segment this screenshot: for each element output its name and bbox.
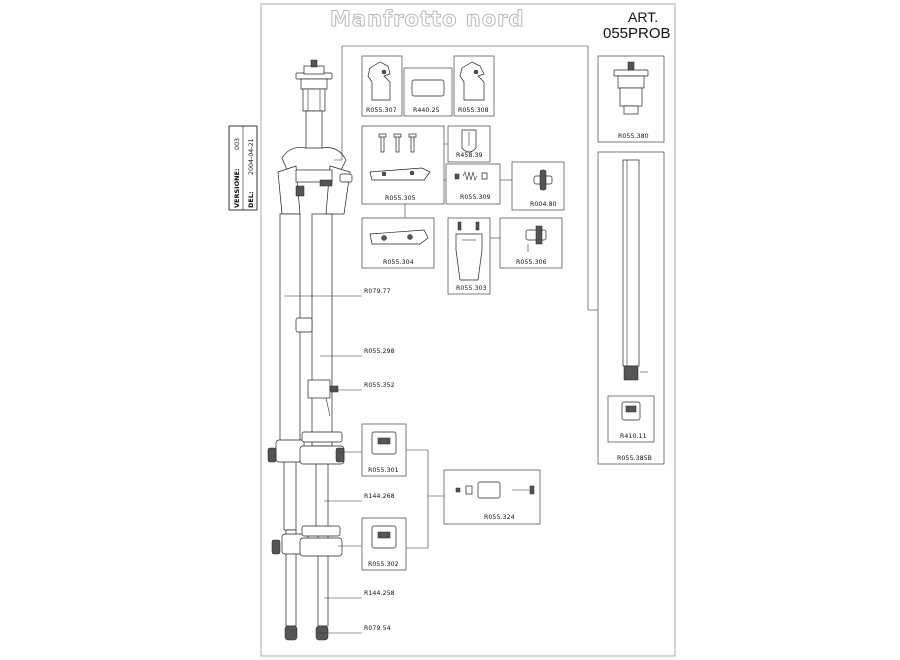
part-box-R055324: R055.324	[443, 469, 541, 525]
brand-title: Manfrotto nord	[330, 7, 525, 31]
svg-text:R055.385B: R055.385B	[617, 455, 652, 462]
label-R055352: R055.352	[364, 382, 395, 389]
label-R055298: R055.298	[364, 348, 395, 355]
part-box-R44025: R440.25	[403, 67, 453, 117]
part-box-R055304: R055.304	[361, 217, 435, 269]
svg-text:R055.380: R055.380	[618, 133, 649, 140]
part-box-R055302: R055.302	[361, 517, 407, 571]
art-label: ART.	[628, 9, 658, 25]
part-box-R055308: R055.308	[453, 55, 495, 117]
version-label: VERSIONE:	[233, 168, 241, 208]
part-box-R055305: R055.305	[361, 125, 445, 205]
svg-text:R055.302: R055.302	[368, 561, 399, 568]
svg-text:R055.301: R055.301	[368, 467, 399, 474]
svg-text:R055.324: R055.324	[484, 514, 515, 521]
svg-text:R004.80: R004.80	[530, 201, 557, 208]
part-box-R055380: R055.380	[597, 55, 665, 143]
part-box-R055306: R055.306	[499, 217, 563, 269]
version-block: VERSIONE: 003 DEL: 2004-04-21	[228, 125, 258, 211]
part-box-R055303: R055.303	[447, 217, 491, 295]
svg-text:R055.308: R055.308	[458, 107, 489, 114]
art-code: 055PROB	[603, 25, 671, 42]
date-label: DEL:	[247, 191, 255, 208]
svg-text:R055.306: R055.306	[516, 259, 547, 266]
part-box-R055301: R055.301	[361, 423, 407, 477]
svg-text:R055.304: R055.304	[383, 259, 414, 266]
part-box-R41011: R410.11	[607, 395, 655, 443]
label-R07977: R079.77	[364, 288, 391, 295]
label-R144258: R144.258	[364, 590, 395, 597]
svg-text:R055.307: R055.307	[366, 107, 397, 114]
part-box-R055309: R055.309	[445, 163, 501, 205]
part-box-R055307: R055.307	[361, 55, 403, 117]
part-box-R45839: R458.39	[447, 125, 491, 163]
label-R144268: R144.268	[364, 493, 395, 500]
svg-text:R458.39: R458.39	[456, 152, 483, 159]
tripod-drawing	[267, 59, 353, 641]
svg-text:R410.11: R410.11	[620, 433, 647, 440]
part-box-R00480: R004.80	[511, 161, 565, 211]
svg-text:R055.305: R055.305	[385, 195, 416, 202]
version-value: 003	[234, 138, 241, 150]
svg-text:R440.25: R440.25	[413, 107, 440, 114]
svg-text:R055.303: R055.303	[456, 285, 487, 292]
date-value: 2004-04-21	[248, 138, 255, 175]
label-R07954: R079.54	[364, 625, 391, 632]
svg-text:R055.309: R055.309	[460, 194, 491, 201]
